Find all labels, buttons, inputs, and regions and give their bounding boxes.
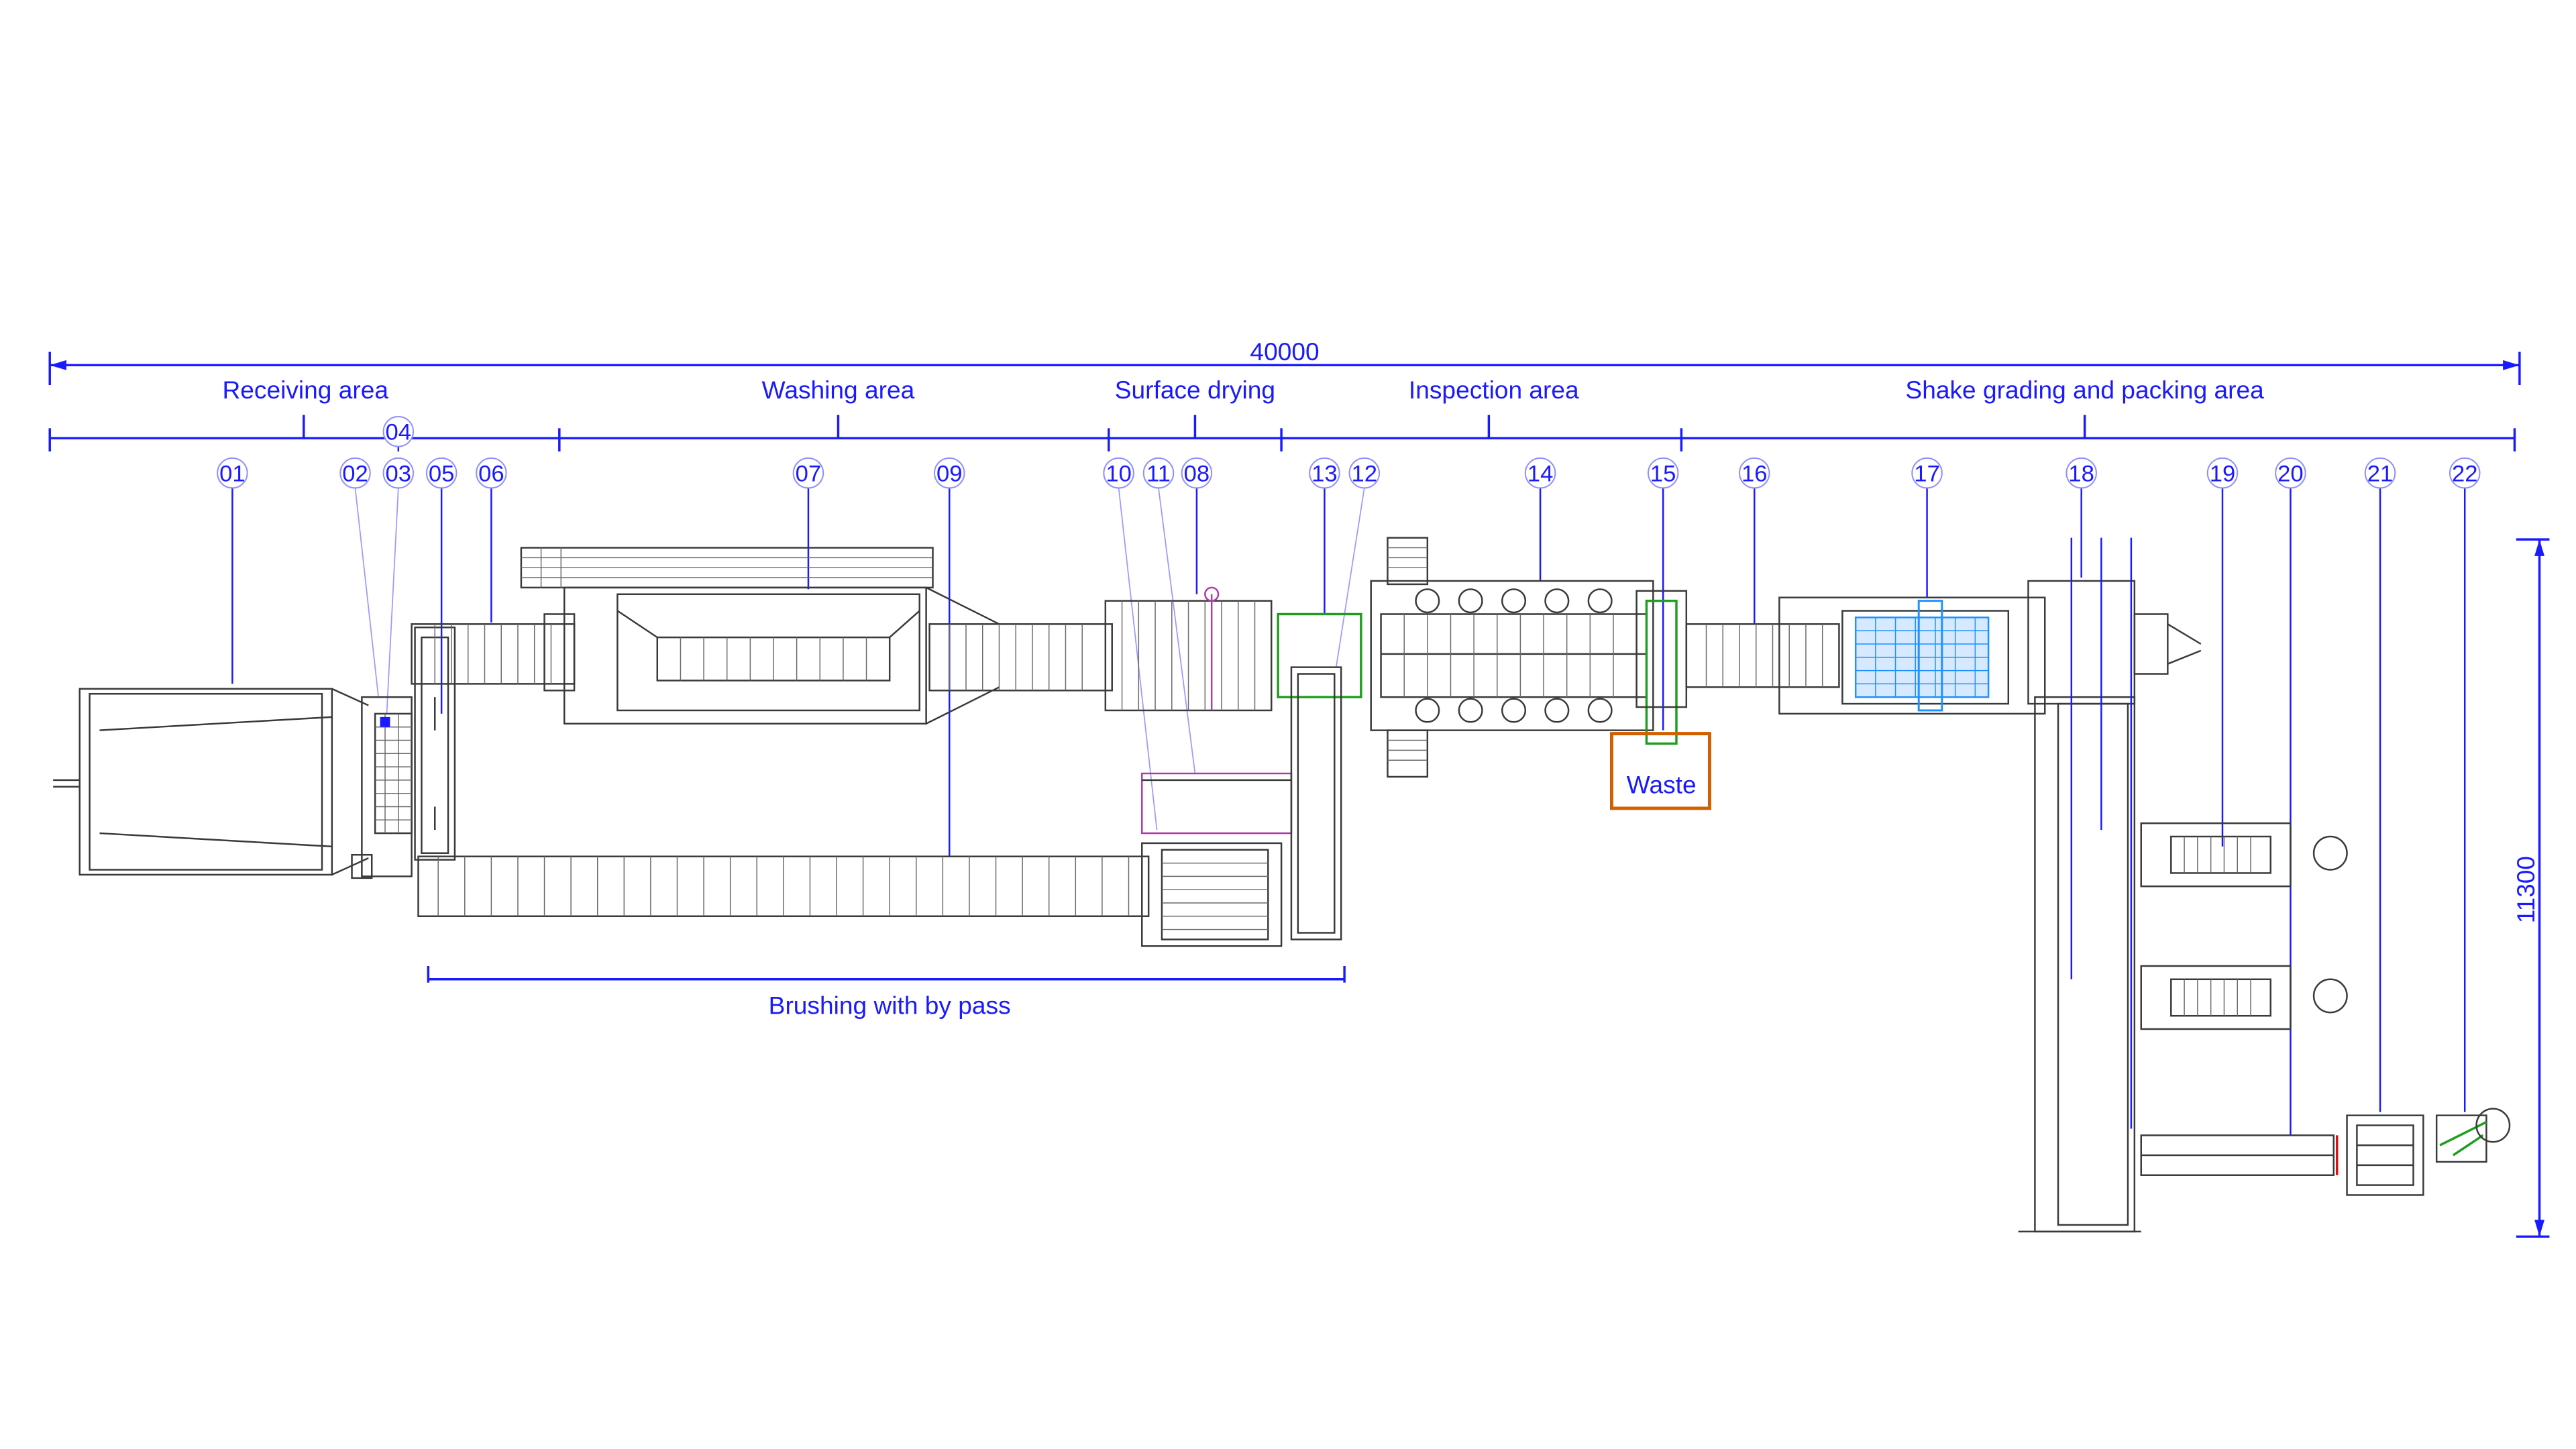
machine-18-distribution xyxy=(2018,537,2202,1233)
svg-text:19: 19 xyxy=(2210,462,2236,487)
machine-02-03-elevator xyxy=(351,696,413,879)
callout-22: 22 xyxy=(2449,457,2481,489)
area-dimension-line xyxy=(48,415,2516,451)
machine-07-washer xyxy=(520,547,1000,724)
svg-text:03: 03 xyxy=(386,462,412,487)
callout-06: 06 xyxy=(476,457,507,489)
machine-06-conveyor xyxy=(411,613,576,692)
svg-text:10: 10 xyxy=(1106,462,1132,487)
svg-text:15: 15 xyxy=(1650,462,1676,487)
svg-text:21: 21 xyxy=(2367,462,2394,487)
area-label-inspection: Inspection area xyxy=(1409,376,1579,404)
callout-02: 02 xyxy=(339,457,371,489)
callout-07: 07 xyxy=(792,457,824,489)
svg-text:02: 02 xyxy=(342,462,368,487)
waste-label: Waste xyxy=(1627,771,1697,799)
svg-text:14: 14 xyxy=(1527,462,1554,487)
callout-13: 13 xyxy=(1309,457,1340,489)
svg-text:12: 12 xyxy=(1352,462,1378,487)
callout-16: 16 xyxy=(1739,457,1770,489)
callout-17: 17 xyxy=(1911,457,1943,489)
svg-text:20: 20 xyxy=(2277,462,2304,487)
machine-22-sealer xyxy=(2435,1108,2511,1163)
machine-20-outfeed-conveyor xyxy=(2140,1134,2339,1176)
callout-01: 01 xyxy=(217,457,248,489)
svg-text:05: 05 xyxy=(429,462,455,487)
callout-14: 14 xyxy=(1524,457,1556,489)
area-label-grading-packing: Shake grading and packing area xyxy=(1905,376,2264,404)
callout-11: 11 xyxy=(1142,457,1175,489)
svg-text:06: 06 xyxy=(478,462,504,487)
bypass-dimension: Brushing with by pass xyxy=(427,966,1346,1020)
callout-09: 09 xyxy=(934,457,965,489)
svg-text:08: 08 xyxy=(1184,462,1210,487)
callout-18: 18 xyxy=(2065,457,2097,489)
svg-text:16: 16 xyxy=(1741,462,1768,487)
area-label-surface-drying: Surface drying xyxy=(1115,376,1275,404)
machine-19-packing-station-a xyxy=(2140,822,2348,888)
machine-21-weigher xyxy=(2346,1114,2424,1196)
callout-21: 21 xyxy=(2364,457,2396,489)
machine-08-drying-conveyor xyxy=(928,586,1273,712)
machine-19-packing-station-b xyxy=(2140,965,2348,1030)
machine-01-receiving-hopper xyxy=(53,688,369,876)
callout-15: 15 xyxy=(1647,457,1679,489)
callout-03: 03 xyxy=(382,457,415,489)
svg-text:07: 07 xyxy=(796,462,822,487)
waste-box: Waste xyxy=(1610,732,1711,810)
machine-17-shake-grader xyxy=(1778,596,2046,715)
svg-text:09: 09 xyxy=(936,462,963,487)
area-labels: Receiving area Washing area Surface dryi… xyxy=(222,376,2264,404)
overall-length-label: 40000 xyxy=(1250,337,1319,366)
machine-10-11-brushing xyxy=(1141,772,1293,835)
svg-text:11: 11 xyxy=(1146,462,1171,487)
overall-length-dimension: 40000 xyxy=(48,337,2521,386)
bypass-label: Brushing with by pass xyxy=(769,991,1011,1020)
svg-text:13: 13 xyxy=(1311,462,1338,487)
callout-19: 19 xyxy=(2206,457,2239,489)
machine-12-13-transfer xyxy=(1277,612,1362,941)
svg-text:04: 04 xyxy=(386,420,412,445)
callout-20: 20 xyxy=(2275,457,2306,489)
machine-14-inspection-table xyxy=(1370,537,1654,778)
overall-width-label: 11300 xyxy=(2512,856,2540,923)
machine-16-conveyor xyxy=(1685,623,1840,688)
machine-09-bypass-conveyor xyxy=(417,842,1283,947)
callout-08: 08 xyxy=(1181,457,1213,489)
area-label-receiving: Receiving area xyxy=(222,376,388,404)
callout-05: 05 xyxy=(425,457,458,489)
callout-bubbles: 01 02 03 04 05 06 07 09 10 11 08 13 12 1… xyxy=(217,416,2481,489)
svg-text:01: 01 xyxy=(219,462,246,487)
area-label-washing: Washing area xyxy=(762,376,915,404)
overall-width-dimension: 11300 xyxy=(2512,538,2550,1238)
svg-text:22: 22 xyxy=(2452,462,2478,487)
svg-text:18: 18 xyxy=(2068,462,2094,487)
svg-text:17: 17 xyxy=(1914,462,1940,487)
callout-04: 04 xyxy=(382,416,415,447)
callout-12: 12 xyxy=(1348,457,1381,489)
callout-10: 10 xyxy=(1103,457,1134,489)
